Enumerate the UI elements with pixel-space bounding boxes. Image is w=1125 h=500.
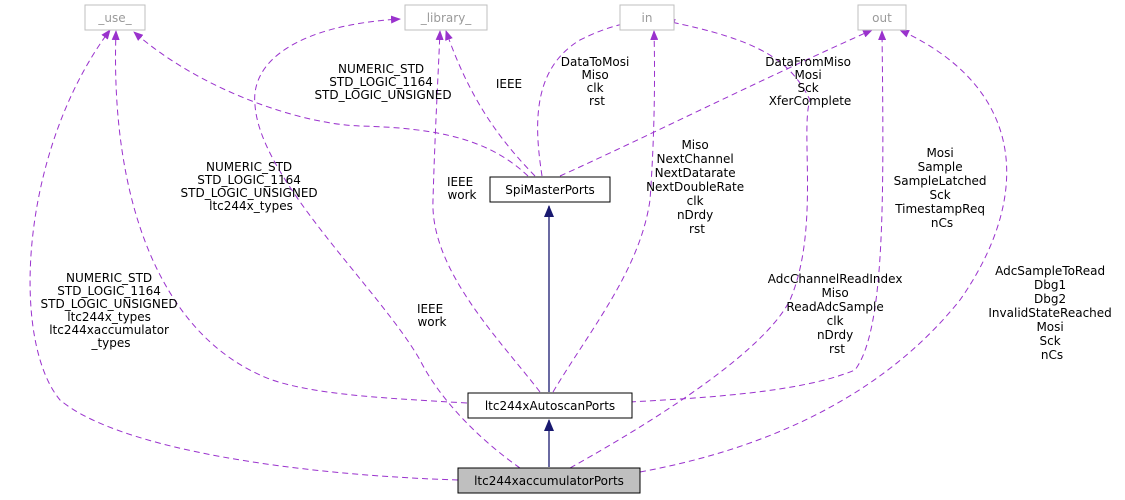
edge-autoscan-to-library (432, 30, 541, 393)
label-autoscan-in: Miso NextChannel NextDatarate NextDouble… (646, 138, 748, 236)
edge-accum-to-use (29, 29, 459, 481)
label-spi-use: NUMERIC_STD STD_LOGIC_1164 STD_LOGIC_UNS… (314, 62, 451, 102)
node-out[interactable]: out (857, 4, 907, 31)
node-library[interactable]: _library_ (404, 4, 488, 31)
edge-accum-to-library (254, 15, 521, 469)
node-in[interactable]: in (619, 4, 675, 31)
edge-spi-to-library (445, 30, 536, 177)
label-spi-library: IEEE (496, 77, 522, 91)
label-accum-library: IEEE work (417, 302, 447, 329)
svg-text:_use_: _use_ (97, 11, 132, 25)
svg-text:SpiMasterPorts: SpiMasterPorts (505, 183, 595, 197)
label-accum-use: NUMERIC_STD STD_LOGIC_1164 STD_LOGIC_UNS… (41, 271, 182, 350)
svg-text:ltc244xAutoscanPorts: ltc244xAutoscanPorts (485, 399, 615, 413)
edge-spi-to-use (133, 31, 529, 177)
svg-text:out: out (872, 11, 892, 25)
node-ltc244x-accumulator-ports[interactable]: ltc244xaccumulatorPorts (457, 467, 641, 494)
label-accum-in: AdcChannelReadIndex Miso ReadAdcSample c… (768, 272, 907, 356)
svg-text:_library_: _library_ (420, 11, 473, 25)
svg-text:in: in (642, 11, 653, 25)
edge-accum-to-out (639, 29, 1008, 473)
label-spi-in: DataToMosi Miso clk rst (561, 55, 633, 108)
edge-accum-to-in (569, 18, 811, 469)
edge-autoscan-to-use (111, 30, 468, 404)
label-spi-out: DataFromMiso Mosi Sck XferComplete (765, 55, 855, 108)
label-accum-out: AdcSampleToRead Dbg1 Dbg2 InvalidStateRe… (988, 264, 1115, 362)
edge-spi-to-out (559, 29, 873, 177)
edge-autoscan-to-in (552, 30, 659, 393)
node-spi-master-ports[interactable]: SpiMasterPorts (489, 176, 611, 203)
label-autoscan-use: NUMERIC_STD STD_LOGIC_1164 STD_LOGIC_UNS… (181, 160, 322, 213)
node-use[interactable]: _use_ (84, 4, 146, 31)
label-autoscan-library: IEEE work (447, 175, 477, 202)
svg-text:ltc244xaccumulatorPorts: ltc244xaccumulatorPorts (474, 474, 624, 488)
label-autoscan-out: Mosi Sample SampleLatched Sck TimestampR… (894, 146, 991, 230)
node-ltc244x-autoscan-ports[interactable]: ltc244xAutoscanPorts (467, 392, 633, 419)
edge-spi-to-in (537, 18, 641, 177)
edge-autoscan-to-out (629, 30, 887, 403)
